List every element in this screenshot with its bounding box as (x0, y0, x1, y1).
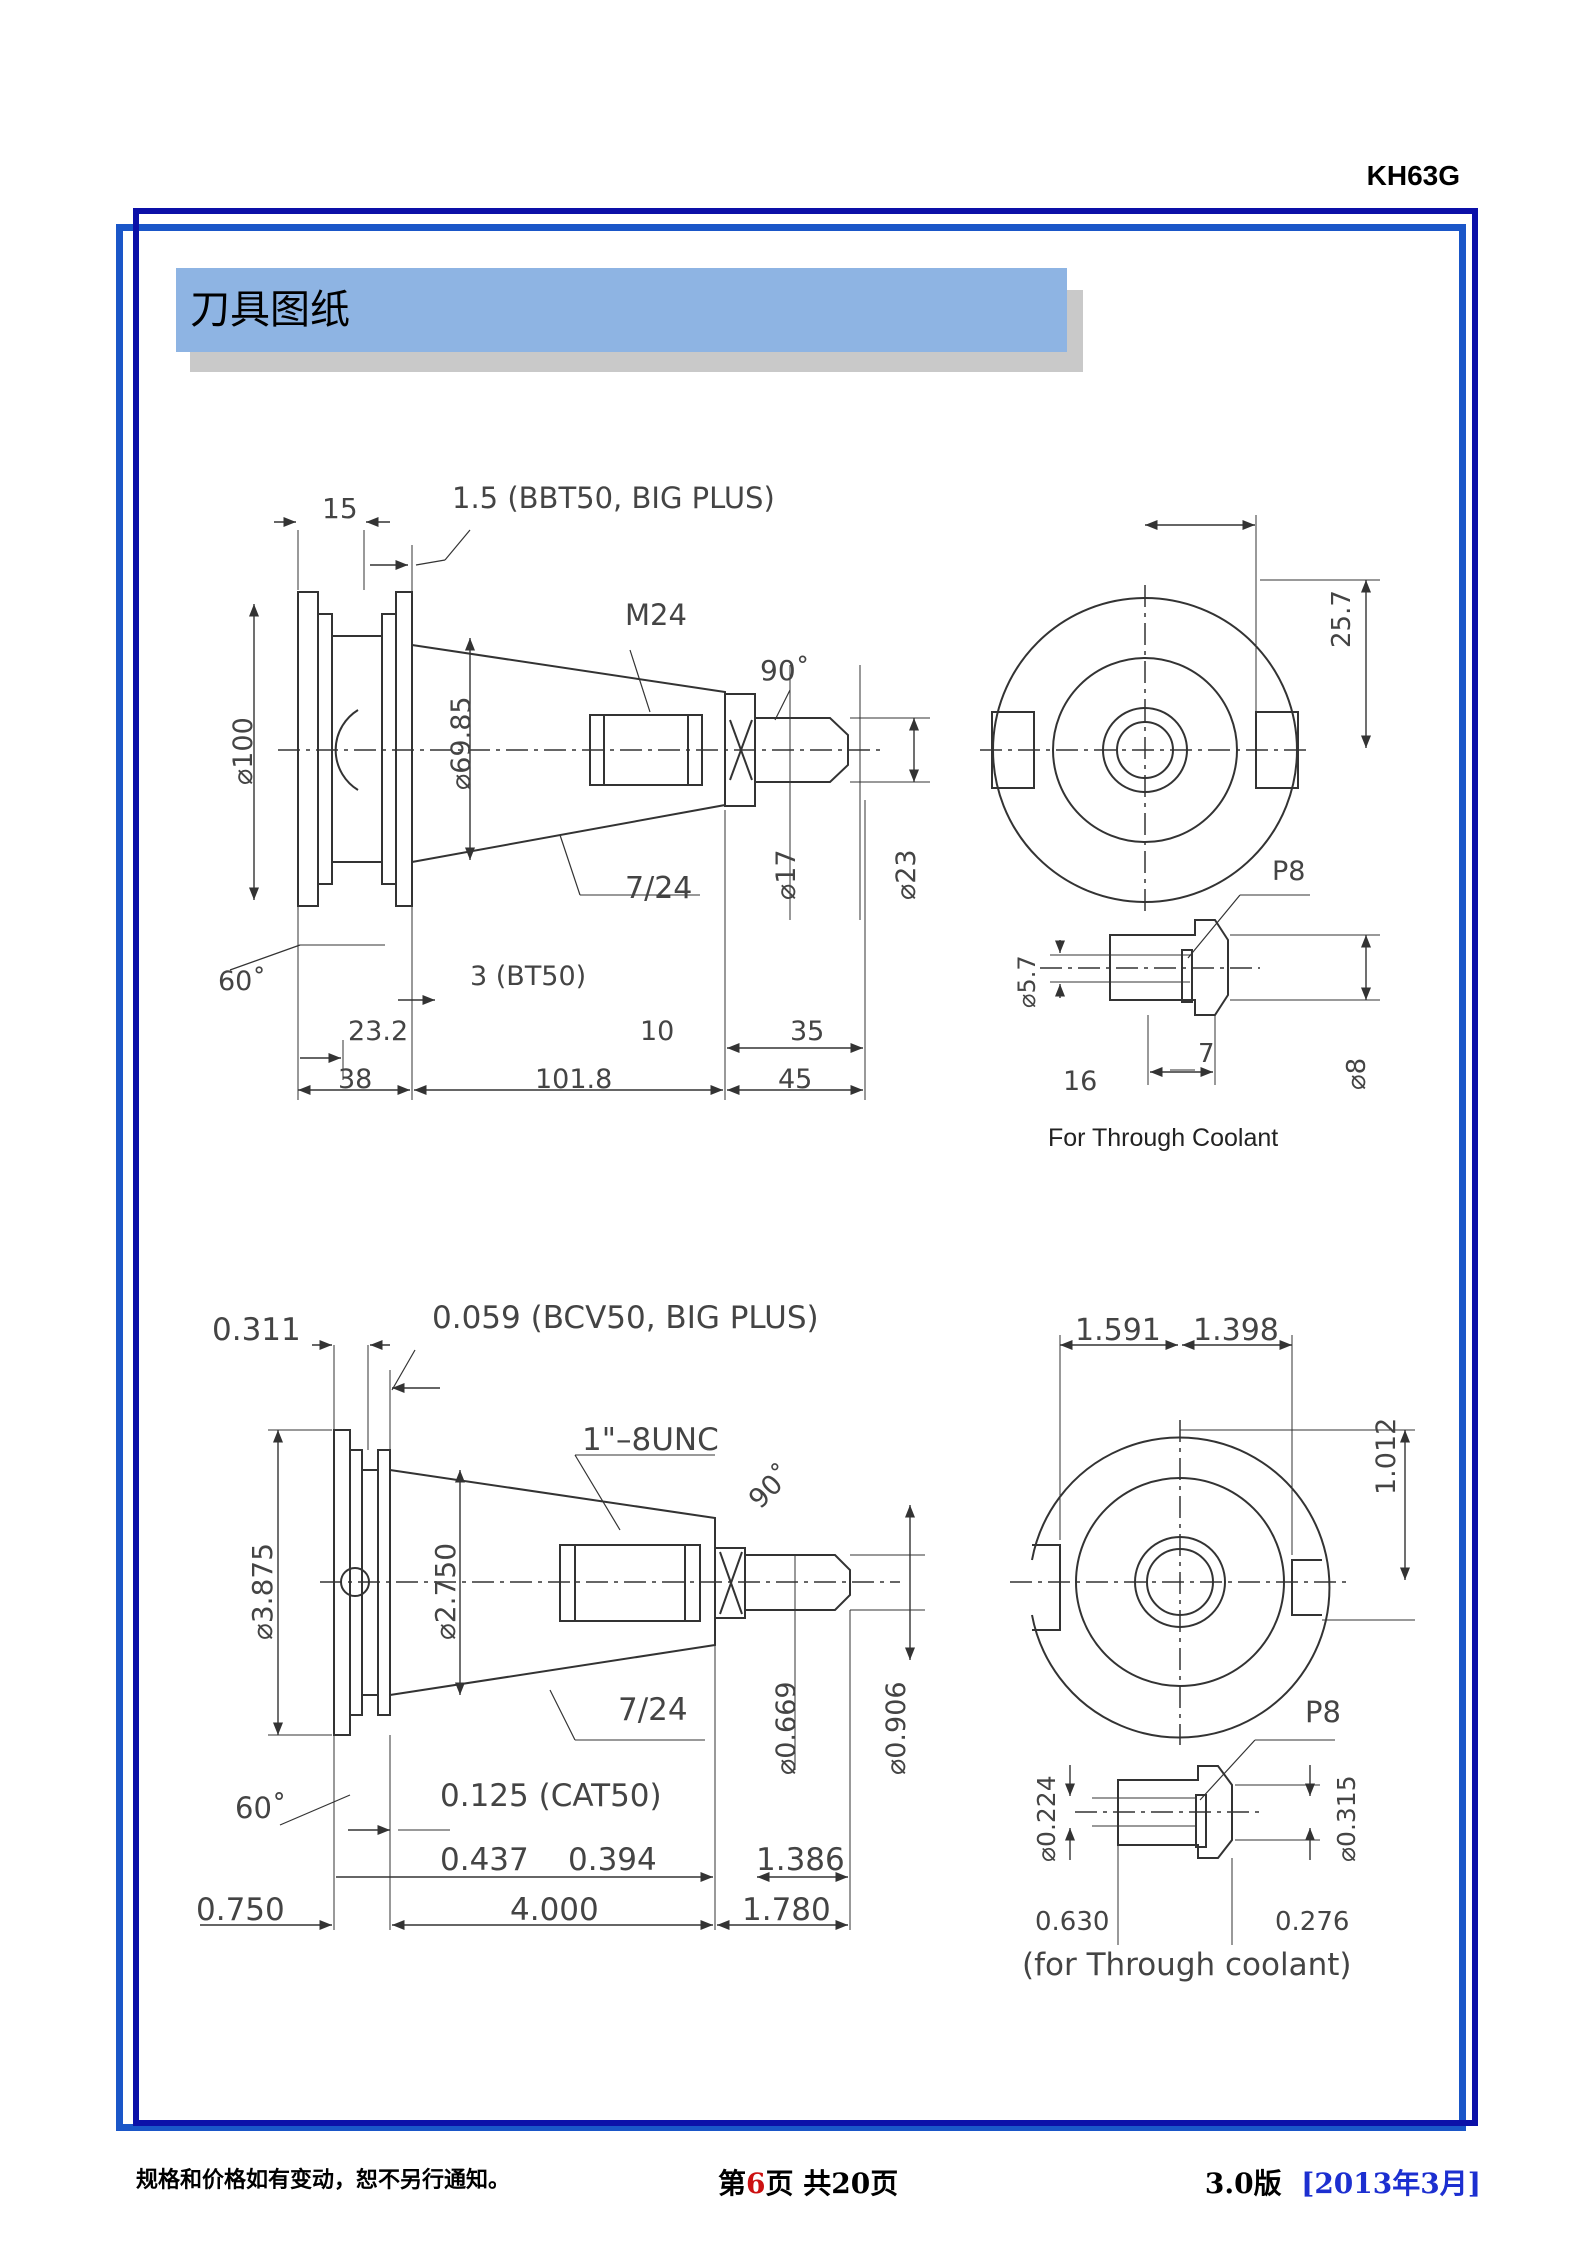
dim-0-125: 0.125 (CAT50) (440, 1778, 662, 1814)
dim-d0-906: ⌀0.906 (881, 1681, 912, 1775)
dim-0-059: 0.059 (BCV50, BIG PLUS) (432, 1300, 819, 1336)
dim-90: 90˚ (760, 654, 810, 687)
dim-38: 38 (338, 1064, 372, 1095)
dim-1-386: 1.386 (756, 1842, 845, 1878)
dim-60-inch: 60˚ (235, 1791, 286, 1825)
inch-coolant-detail (1064, 1739, 1335, 1945)
page-mid: 页 共 (765, 2167, 832, 2200)
dim-d100: ⌀100 (228, 717, 259, 785)
dim-60: 60˚ (218, 966, 266, 997)
inch-dimension-text: 0.311 0.059 (BCV50, BIG PLUS) 1"–8UNC 90… (196, 1300, 1402, 1983)
dim-d17: ⌀17 (771, 849, 802, 900)
page-prefix: 第 (718, 2167, 747, 2200)
dim-1-591: 1.591 (1075, 1313, 1161, 1348)
dim-3-bt50: 3 (BT50) (470, 961, 586, 992)
version-label: 3.0版 (1204, 2167, 1282, 2200)
dim-45: 45 (778, 1064, 812, 1095)
footer-notice: 规格和价格如有变动，恕不另行通知。 (136, 2167, 511, 2193)
model-number: KH63G (1366, 160, 1460, 191)
dim-d0-669: ⌀0.669 (771, 1681, 802, 1775)
page-frame-outer (116, 224, 1466, 2131)
dim-1-5: 1.5 (BBT50, BIG PLUS) (452, 481, 775, 515)
dim-d23: ⌀23 (891, 849, 922, 900)
dim-15: 15 (322, 492, 358, 525)
dim-23-2: 23.2 (348, 1016, 408, 1047)
dim-d69-85: ⌀69.85 (446, 696, 477, 790)
dim-1-780: 1.780 (742, 1892, 831, 1928)
dim-0-276: 0.276 (1275, 1907, 1349, 1937)
dim-1-012: 1.012 (1371, 1418, 1402, 1495)
page-suffix: 页 (870, 2167, 899, 2200)
version-date: [2013年3月] (1301, 2167, 1481, 2200)
section-title: 刀具图纸 (176, 268, 1067, 352)
metric-dimension-text: 15 1.5 (BBT50, BIG PLUS) M24 90˚ 25.7 ⌀1… (218, 481, 1372, 1152)
dim-p8: P8 (1272, 856, 1305, 887)
dim-m24: M24 (625, 598, 687, 632)
dim-90-inch: 90˚ (743, 1459, 799, 1515)
metric-coolant-detail (1040, 894, 1380, 1085)
dim-16: 16 (1063, 1066, 1097, 1097)
dim-0-394: 0.394 (568, 1842, 657, 1878)
dim-0-750: 0.750 (196, 1892, 285, 1928)
inch-caption: (for Through coolant) (1022, 1947, 1352, 1983)
dim-4-000: 4.000 (510, 1892, 599, 1928)
dim-d8: ⌀8 (1342, 1058, 1372, 1090)
dim-25-7: 25.7 (1327, 590, 1357, 648)
dim-7-24-inch: 7/24 (618, 1692, 688, 1728)
dim-0-630: 0.630 (1035, 1907, 1109, 1937)
metric-side-view (229, 516, 930, 1100)
dim-p8-inch: P8 (1305, 1695, 1341, 1729)
dim-d0-315: ⌀0.315 (1332, 1775, 1361, 1862)
dim-d0-224: ⌀0.224 (1032, 1775, 1061, 1862)
dim-7: 7 (1198, 1039, 1215, 1069)
metric-caption: For Through Coolant (1048, 1124, 1278, 1152)
dim-10: 10 (640, 1016, 674, 1047)
dim-35: 35 (790, 1016, 824, 1047)
dim-1-8unc: 1"–8UNC (582, 1422, 719, 1458)
dim-d2-750: ⌀2.750 (429, 1543, 462, 1640)
footer-version: 3.0版 [2013年3月] (1205, 2162, 1481, 2202)
dim-101-8: 101.8 (535, 1064, 612, 1095)
page-frame-inner (133, 208, 1478, 2126)
dim-d3-875: ⌀3.875 (246, 1543, 279, 1640)
metric-front-view (980, 515, 1380, 915)
footer-page: 第6页 共20页 (718, 2162, 898, 2202)
page-total: 20 (831, 2167, 871, 2200)
dim-0-437: 0.437 (440, 1842, 529, 1878)
inch-front-view (1010, 1335, 1415, 1745)
page-number: 6 (746, 2167, 766, 2200)
dim-0-311: 0.311 (212, 1312, 301, 1348)
dim-1-398: 1.398 (1193, 1313, 1279, 1348)
dim-7-24: 7/24 (625, 871, 692, 906)
dim-d5-7: ⌀5.7 (1013, 955, 1041, 1008)
inch-side-view (200, 1339, 925, 1931)
